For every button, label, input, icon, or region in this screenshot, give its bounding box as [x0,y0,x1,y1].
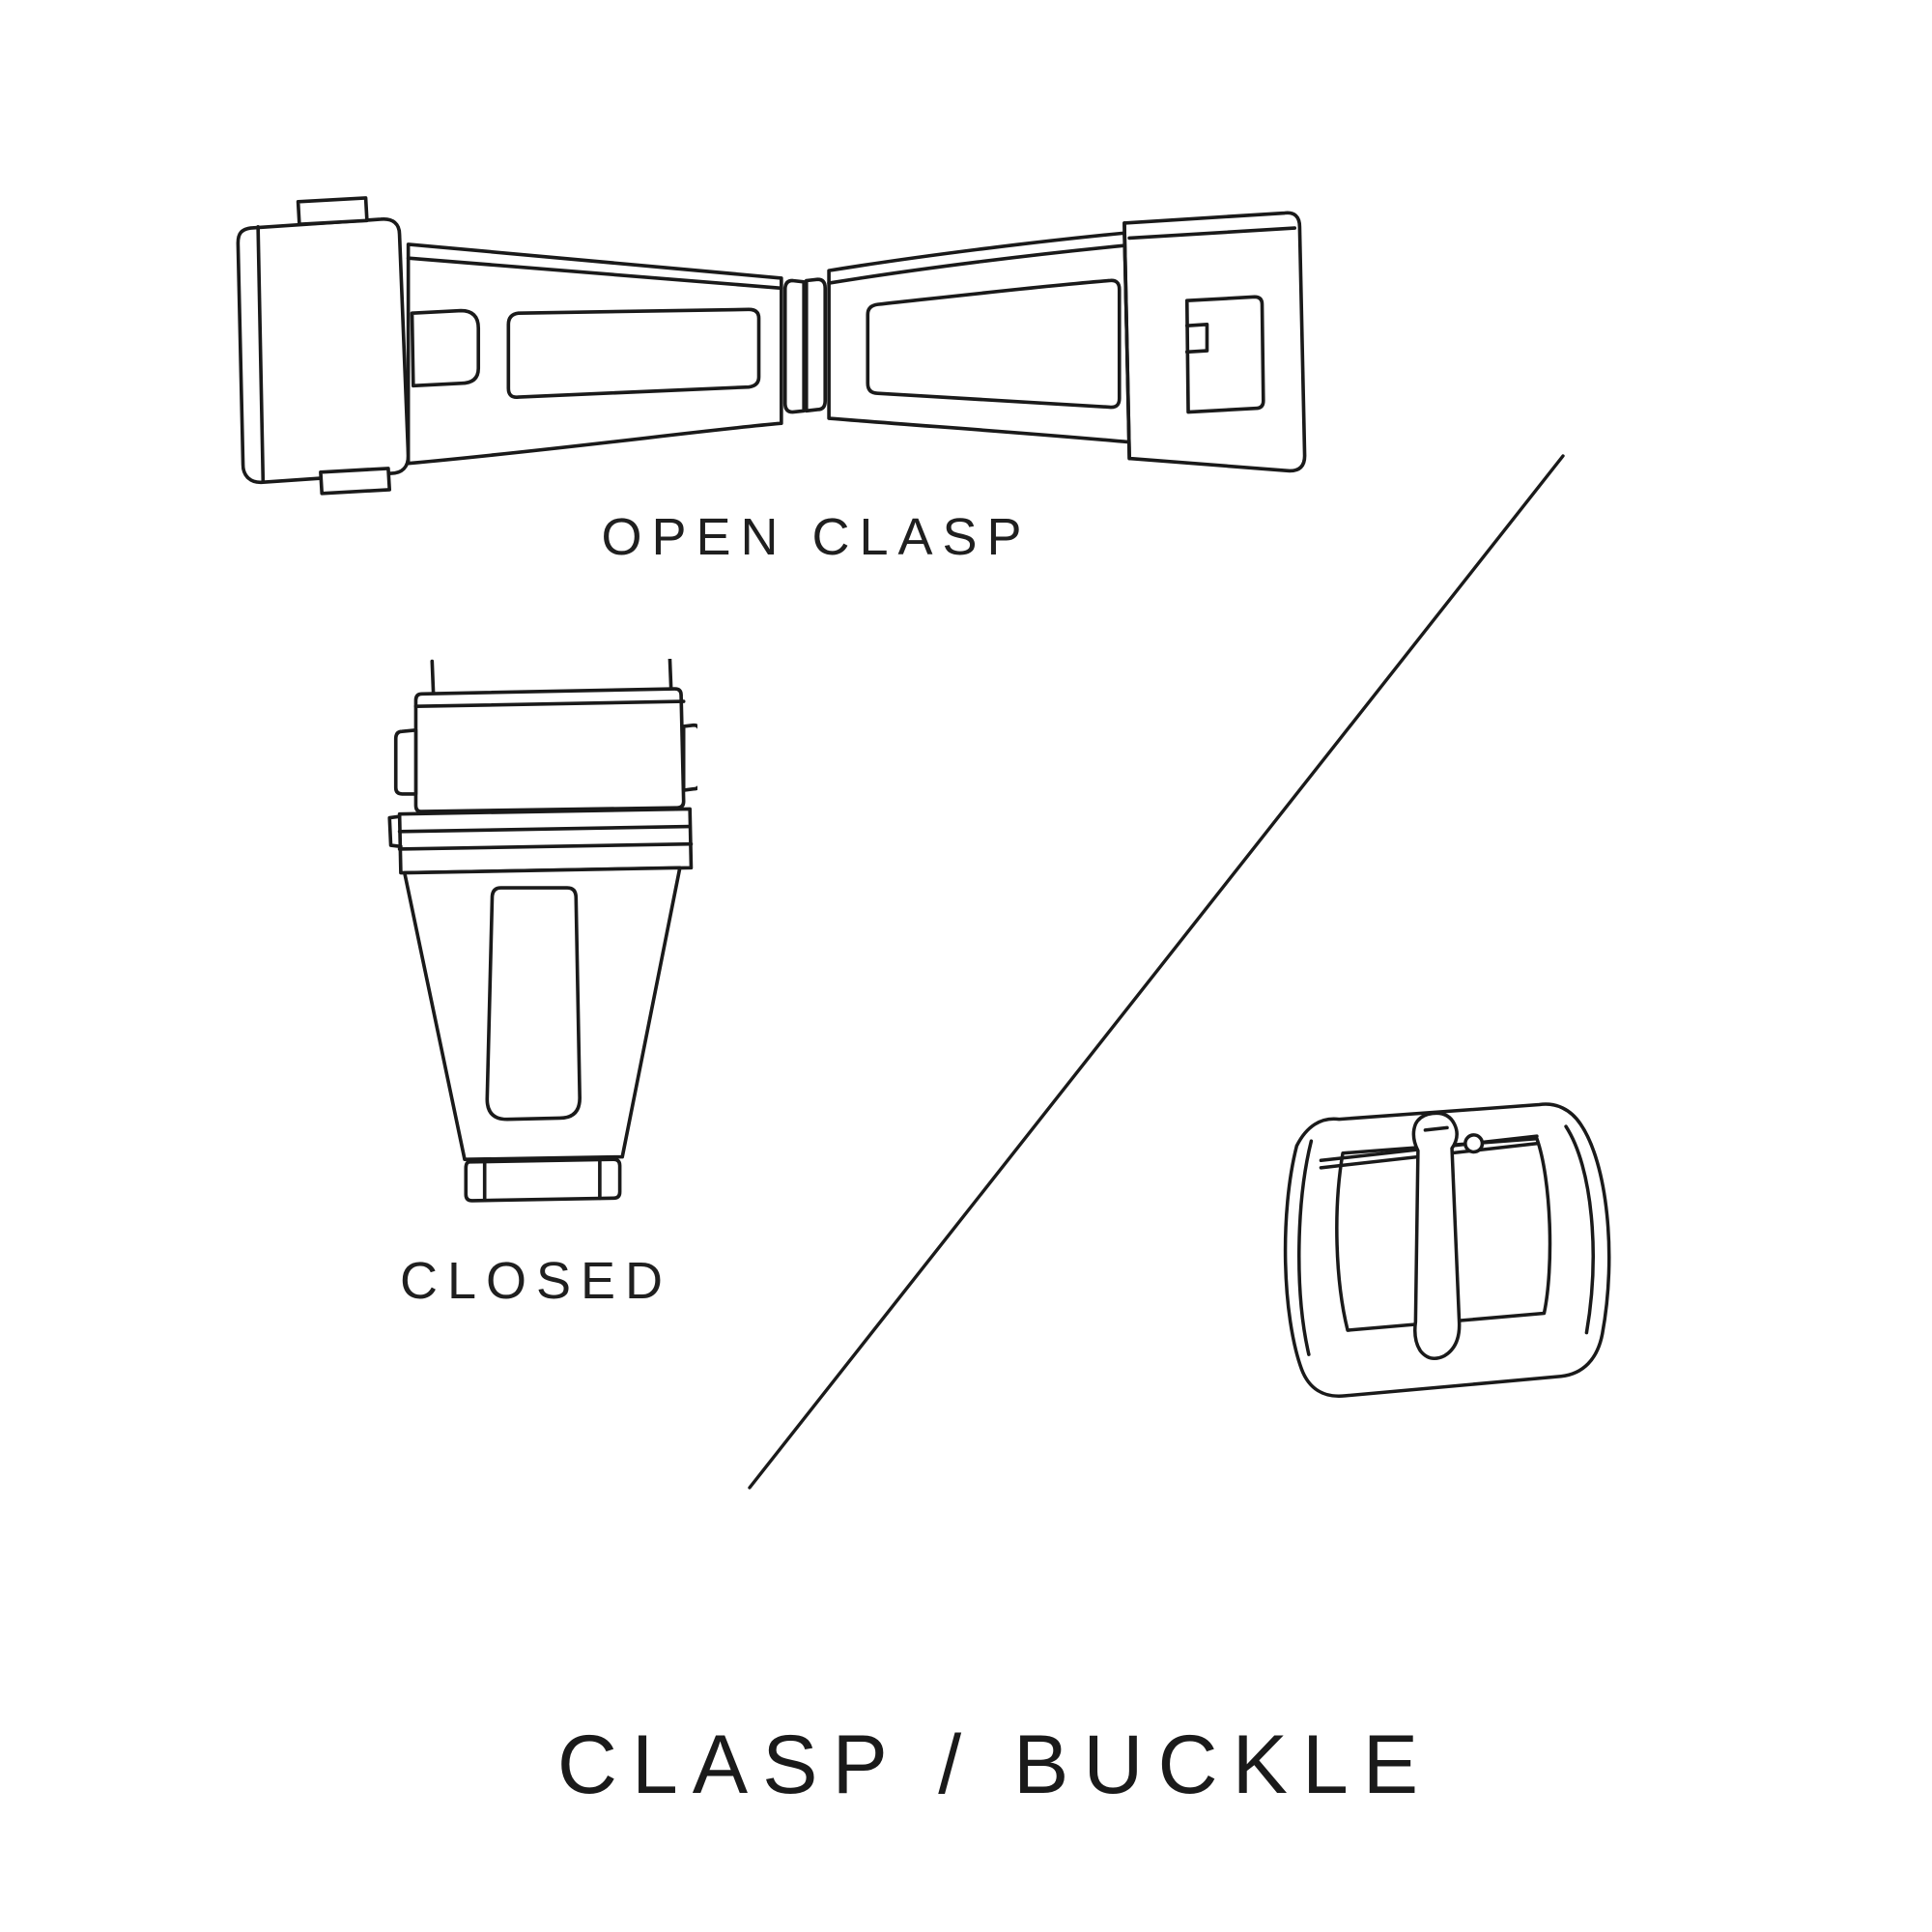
open-clasp-illustration [236,196,1307,496]
open-clasp-label: OPEN CLASP [601,508,1032,566]
closed-label: CLOSED [399,1252,673,1310]
closed-clasp-illustration [387,659,697,1203]
tang-buckle-illustration [1283,1102,1611,1398]
page-title: CLASP / BUCKLE [556,1719,1434,1811]
